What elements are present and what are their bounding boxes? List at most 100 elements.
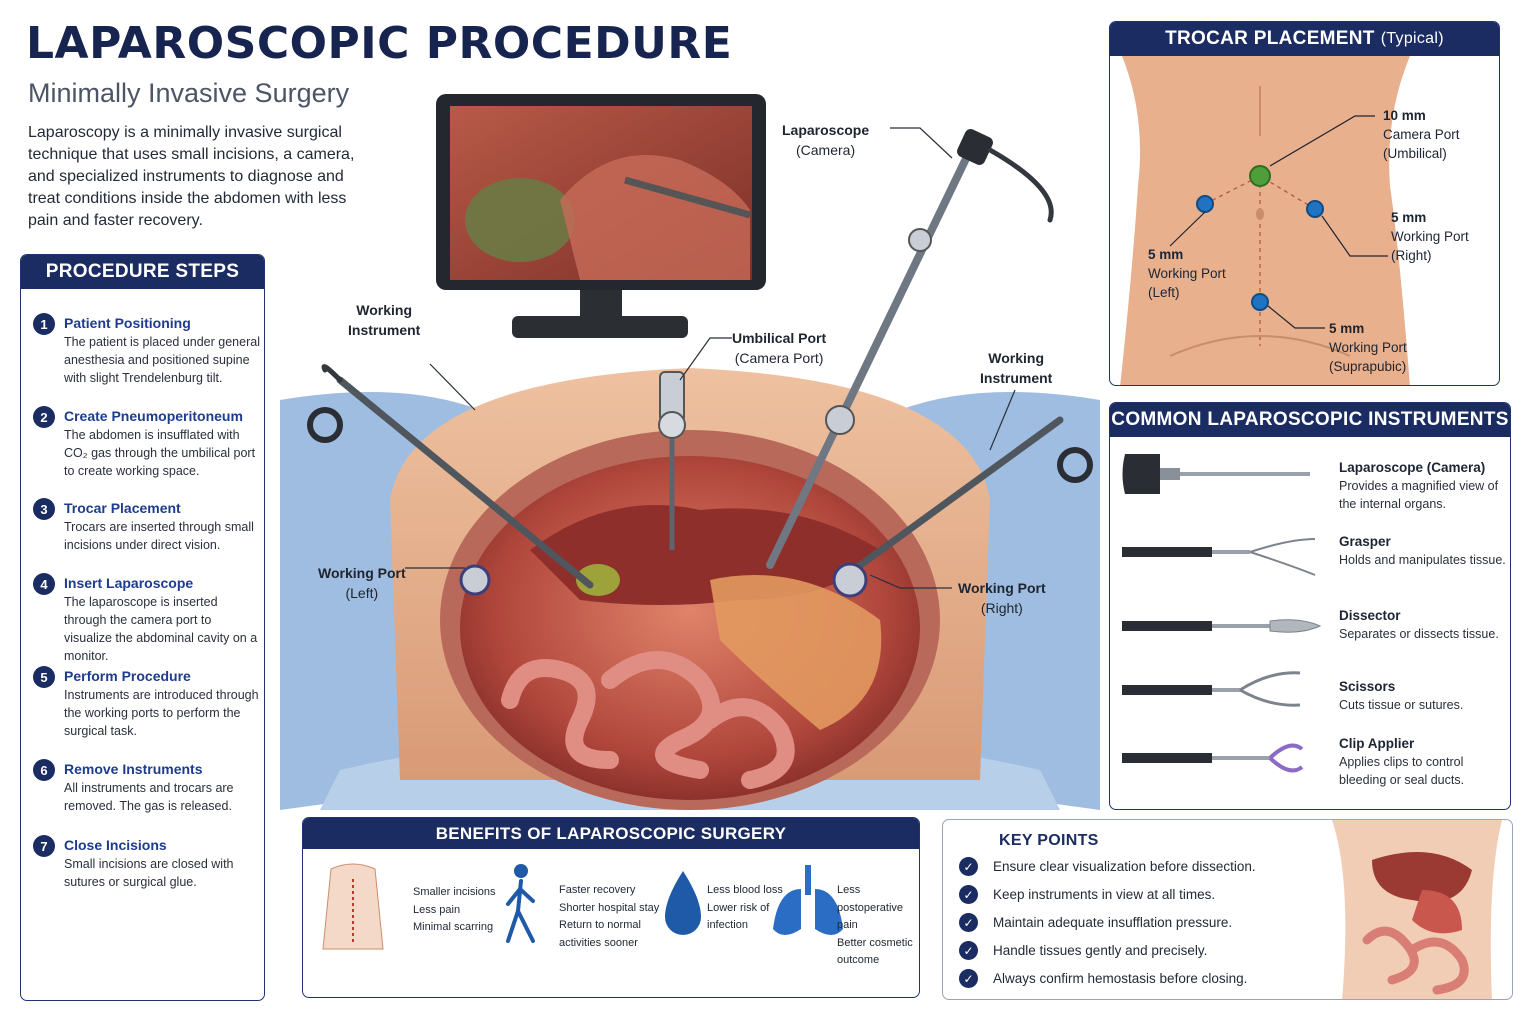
instrument-name: Scissors — [1339, 679, 1396, 694]
instrument-scissors: Scissors Cuts tissue or sutures. — [1339, 678, 1509, 714]
step-title: Insert Laparoscope — [64, 575, 194, 591]
left-port-label: 5 mm Working Port (Left) — [1148, 245, 1226, 302]
instrument-desc: Separates or dissects tissue. — [1339, 627, 1499, 641]
check-circle-icon: ✓ — [959, 857, 978, 876]
surgery-scene-illustration — [280, 94, 1100, 810]
benefit-line: Smaller incisions — [413, 886, 496, 898]
callout-laparoscope: Laparoscope (Camera) — [782, 120, 869, 160]
step-number: 2 — [33, 406, 55, 428]
instruments-title: COMMON LAPAROSCOPIC INSTRUMENTS — [1110, 403, 1510, 437]
callout-umbilical-port: Umbilical Port (Camera Port) — [732, 328, 826, 368]
clip-applier-icon — [1122, 743, 1304, 773]
step-desc: The laparoscope is inserted through the … — [64, 595, 258, 663]
benefit-line: Less postoperative — [837, 884, 904, 914]
benefit-line: Lower risk of — [707, 901, 770, 914]
step-number: 4 — [33, 573, 55, 595]
step-number: 1 — [33, 313, 55, 335]
step-4: 4 Insert Laparoscope The laparoscope is … — [33, 573, 261, 665]
key-point-text: Ensure clear visualization before dissec… — [993, 859, 1256, 874]
callout-sub: (Camera Port) — [734, 350, 824, 366]
step-title: Patient Positioning — [64, 315, 191, 331]
trocar-title-note: (Typical) — [1380, 30, 1444, 47]
step-number: 6 — [33, 759, 55, 781]
port-line1: Working Port — [1391, 229, 1469, 244]
left-working-instrument — [307, 364, 594, 596]
check-circle-icon: ✓ — [959, 885, 978, 904]
intro-text: Laparoscopy is a minimally invasive surg… — [28, 124, 355, 229]
camera-port-marker — [1249, 165, 1271, 187]
key-point-text: Handle tissues gently and precisely. — [993, 943, 1208, 958]
benefit-group-4: Less postoperative pain Better cosmetic … — [837, 882, 919, 970]
benefit-line: outcome — [837, 954, 880, 966]
callout-sub: (Right) — [980, 600, 1023, 616]
torso-incision-icon — [322, 863, 384, 950]
page-subtitle: Minimally Invasive Surgery — [28, 78, 350, 108]
port-line2: (Right) — [1391, 248, 1432, 263]
walking-person-icon — [506, 864, 535, 943]
callout-sub: Instrument — [980, 370, 1053, 386]
port-size: 5 mm — [1391, 210, 1427, 225]
benefit-line: Return to normal — [559, 919, 641, 931]
key-points-panel: KEY POINTS ✓ Ensure clear visualization … — [942, 819, 1513, 1000]
benefit-line: activities sooner — [559, 936, 638, 949]
port-size: 5 mm — [1148, 247, 1184, 262]
port-line1: Working Port — [1329, 340, 1407, 355]
port-line2: (Left) — [1148, 285, 1180, 300]
step-5: 5 Perform Procedure Instruments are intr… — [33, 666, 261, 740]
instruments-panel: COMMON LAPAROSCOPIC INSTRUMENTS — [1109, 402, 1511, 810]
benefit-line: Less blood loss — [707, 884, 783, 896]
scissors-icon — [1122, 671, 1301, 707]
surgical-illustration: Laparoscope (Camera) Working Instrument … — [280, 80, 1100, 810]
blood-drop-icon — [665, 871, 701, 935]
instrument-name: Grasper — [1339, 534, 1391, 549]
callout-title: Working — [988, 350, 1045, 366]
instrument-clip-applier: Clip Applier Applies clips to control bl… — [1339, 735, 1509, 789]
benefits-icons — [322, 863, 843, 950]
port-line1: Working Port — [1148, 266, 1226, 281]
key-point-item: ✓ Ensure clear visualization before diss… — [959, 857, 1256, 876]
benefit-group-2: Faster recovery Shorter hospital stay Re… — [559, 882, 659, 952]
key-point-item: ✓ Maintain adequate insufflation pressur… — [959, 913, 1232, 932]
left-port-marker — [1196, 195, 1214, 213]
step-desc: The patient is placed under general anes… — [64, 335, 260, 385]
right-port-marker — [1306, 200, 1324, 218]
benefit-line: Better cosmetic — [837, 936, 913, 949]
key-point-text: Always confirm hemostasis before closing… — [993, 971, 1248, 986]
anatomy-torso-illustration — [1332, 820, 1502, 999]
benefits-title: BENEFITS OF LAPAROSCOPIC SURGERY — [303, 818, 919, 849]
trocar-placement-panel: TROCAR PLACEMENT (Typical) 10 mm Camera … — [1109, 21, 1500, 386]
benefit-line: pain — [837, 919, 858, 931]
step-title: Remove Instruments — [64, 761, 203, 777]
instrument-name: Dissector — [1339, 608, 1401, 623]
procedure-steps-panel: PROCEDURE STEPS 1 Patient Positioning Th… — [20, 254, 265, 1001]
step-1: 1 Patient Positioning The patient is pla… — [33, 313, 261, 387]
camera-port-label: 10 mm Camera Port (Umbilical) — [1383, 106, 1460, 163]
key-point-item: ✓ Keep instruments in view at all times. — [959, 885, 1215, 904]
trocar-placement-title: TROCAR PLACEMENT (Typical) — [1110, 22, 1499, 56]
benefits-panel: BENEFITS OF LAPAROSCOPIC SURGERY Smaller… — [302, 817, 920, 998]
instrument-grasper: Grasper Holds and manipulates tissue. — [1339, 533, 1509, 569]
grasper-icon — [1122, 538, 1316, 576]
key-point-item: ✓ Always confirm hemostasis before closi… — [959, 969, 1247, 988]
benefit-group-3: Less blood loss Lower risk of infection — [707, 882, 783, 935]
check-circle-icon: ✓ — [959, 941, 978, 960]
step-title: Trocar Placement — [64, 500, 181, 516]
callout-title: Working Port — [318, 565, 406, 581]
umbilical-port — [658, 371, 686, 550]
step-desc: Small incisions are closed with sutures … — [64, 857, 234, 889]
benefit-line: Less pain — [413, 903, 461, 916]
key-point-item: ✓ Handle tissues gently and precisely. — [959, 941, 1207, 960]
key-point-text: Maintain adequate insufflation pressure. — [993, 915, 1233, 930]
port-line1: Camera Port — [1383, 127, 1460, 142]
step-number: 7 — [33, 835, 55, 857]
dissector-icon — [1122, 619, 1322, 633]
key-points-title: KEY POINTS — [999, 832, 1099, 849]
right-working-instrument — [832, 416, 1093, 598]
port-size: 10 mm — [1383, 108, 1426, 123]
callout-working-port-right: Working Port (Right) — [958, 578, 1046, 618]
step-desc: Instruments are introduced through the w… — [64, 688, 259, 738]
monitor-icon — [436, 94, 766, 338]
instrument-name: Laparoscope (Camera) — [1339, 460, 1486, 475]
instruments-drawings — [1122, 454, 1322, 773]
instrument-desc: Applies clips to control bleeding or sea… — [1339, 755, 1465, 787]
